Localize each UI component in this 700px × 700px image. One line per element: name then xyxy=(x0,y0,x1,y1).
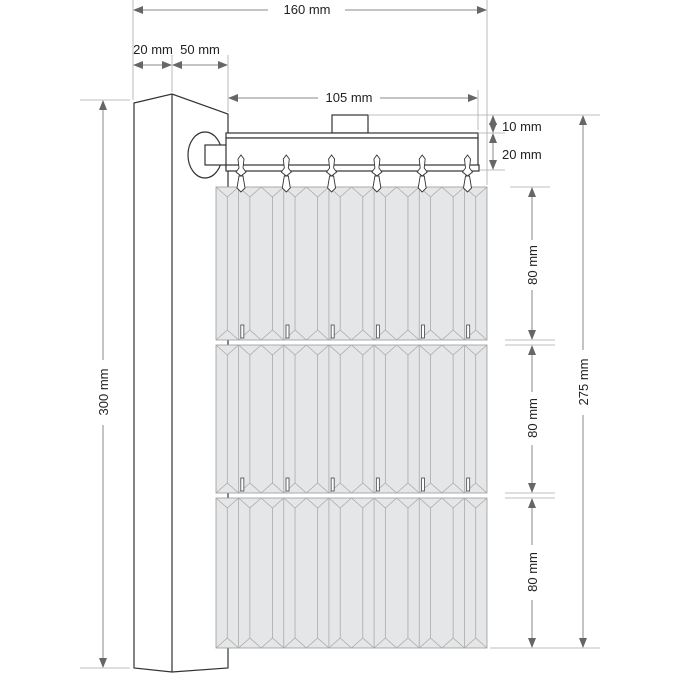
panel-clip xyxy=(421,324,425,339)
panel-clip xyxy=(330,324,335,339)
panel-clip xyxy=(285,477,290,492)
panel-clip xyxy=(240,477,245,492)
panel-clip xyxy=(285,324,290,339)
blind-panels xyxy=(215,186,488,649)
panel-clip xyxy=(375,477,380,492)
label-panel-height-1: 80 mm xyxy=(525,245,540,285)
carrier-hook xyxy=(371,154,383,193)
carrier-hooks xyxy=(235,154,474,193)
blind-panel xyxy=(215,186,488,341)
label-panel-height-3: 80 mm xyxy=(525,552,540,592)
label-rail-width: 105 mm xyxy=(326,90,373,105)
head-rail xyxy=(225,114,480,172)
label-total-width: 160 mm xyxy=(284,2,331,17)
carrier-hook xyxy=(325,154,338,193)
carrier-hook xyxy=(235,154,247,193)
wall-bracket xyxy=(187,131,228,179)
blind-panel xyxy=(215,344,488,494)
panel-clip xyxy=(466,324,471,339)
panel-clip xyxy=(466,477,471,492)
panel-clip xyxy=(330,477,335,492)
label-rail-top: 10 mm xyxy=(502,119,542,134)
carrier-hook xyxy=(461,154,474,193)
label-wall-offset: 20 mm xyxy=(133,42,173,57)
panel-clip xyxy=(421,477,425,492)
panel-clip xyxy=(375,324,380,339)
label-rail-height: 20 mm xyxy=(502,147,542,162)
label-blind-drop: 275 mm xyxy=(576,359,591,406)
dimension-lines xyxy=(99,6,587,668)
carrier-hook xyxy=(280,154,292,193)
blind-panel xyxy=(215,497,488,649)
wall-post xyxy=(133,93,229,673)
label-post-height: 300 mm xyxy=(96,369,111,416)
label-panel-height-2: 80 mm xyxy=(525,398,540,438)
panel-clip xyxy=(240,324,245,339)
label-bracket-depth: 50 mm xyxy=(180,42,220,57)
carrier-hook xyxy=(416,154,428,193)
